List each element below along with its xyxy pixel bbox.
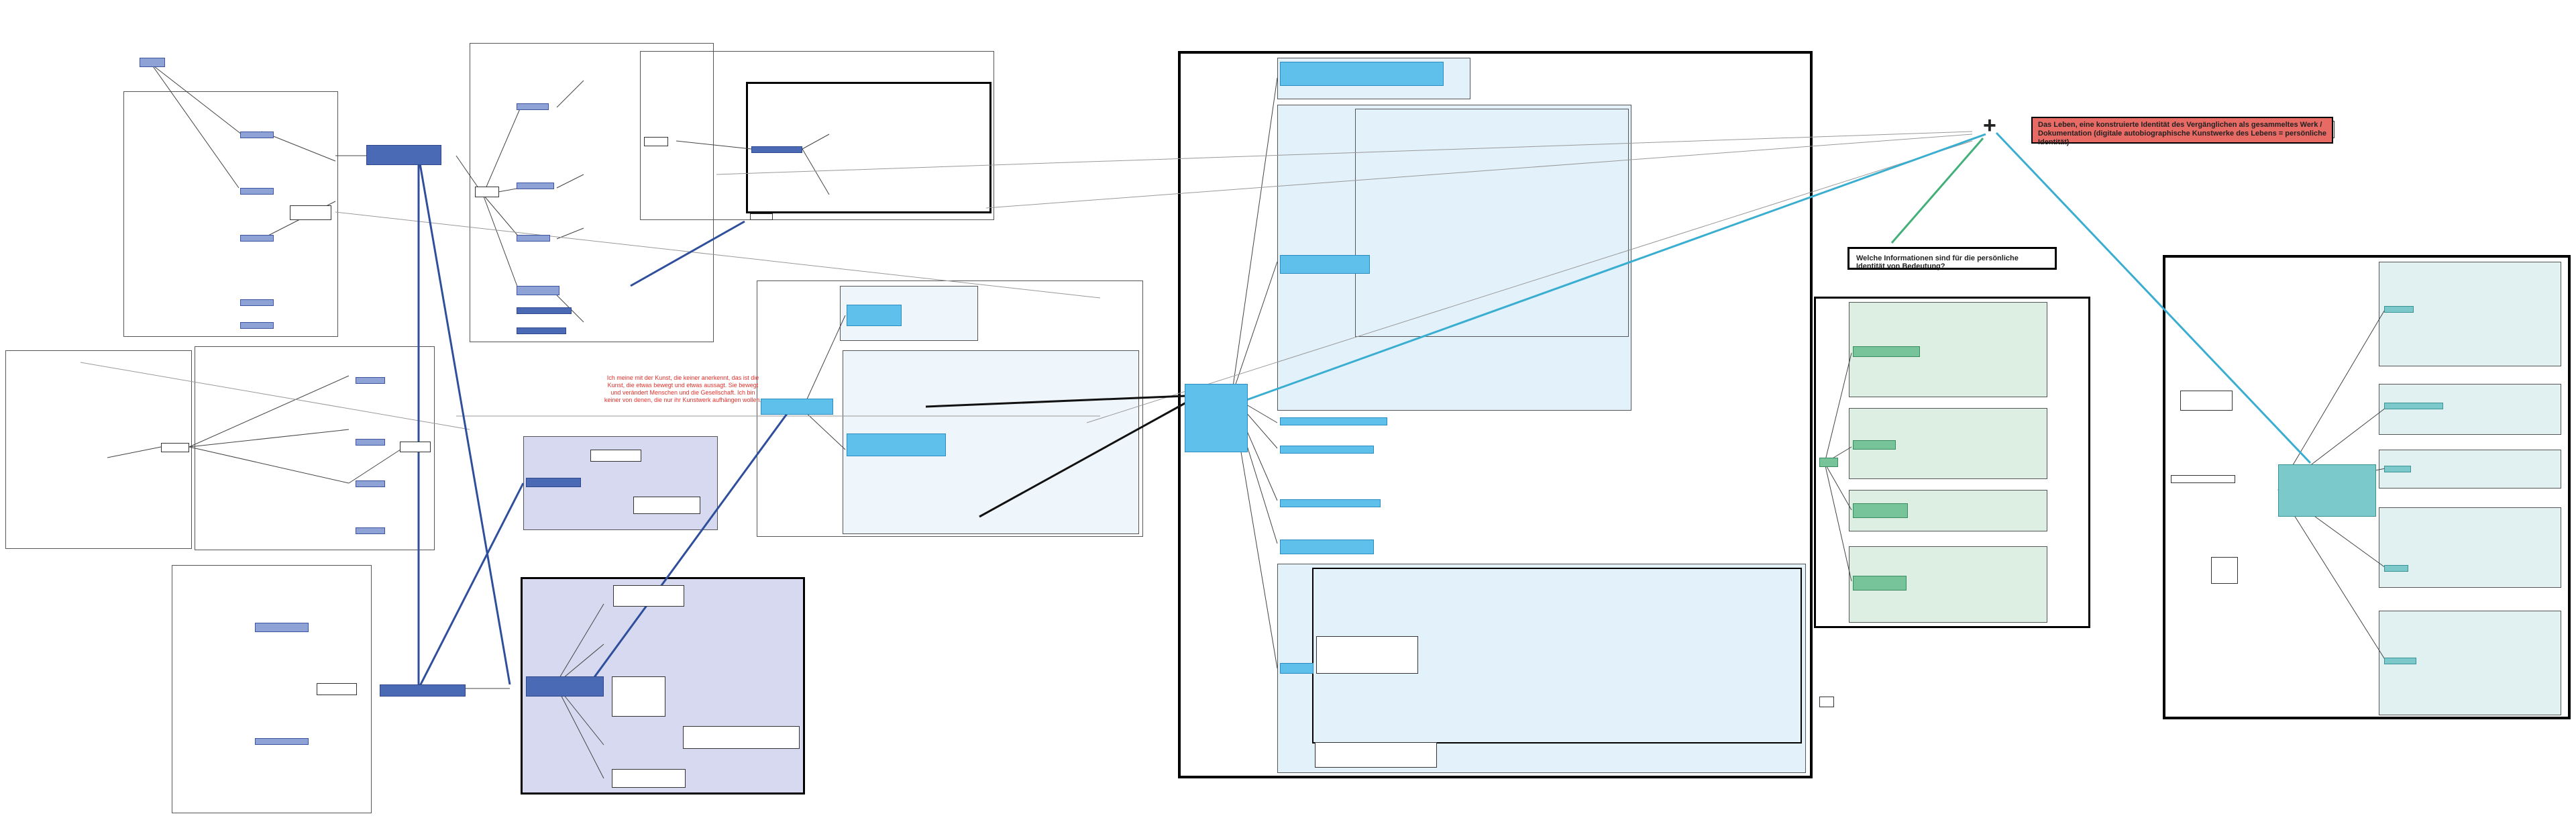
region-teal-4 <box>2379 507 2561 588</box>
region-big-bottom-inner <box>1312 568 1802 744</box>
region-top-mid <box>470 43 714 342</box>
red-note: Ich meine mit der Kunst, die keiner aner… <box>604 374 762 403</box>
region-left-d <box>172 565 372 813</box>
node-left-a-4 <box>240 299 274 306</box>
node-green-4 <box>1853 576 1907 591</box>
node-teal-left-1 <box>2180 391 2233 411</box>
node-green-3 <box>1853 503 1908 518</box>
node-left-c-1 <box>356 377 385 384</box>
region-top-mid-focus <box>746 82 991 213</box>
node-mid-2 <box>517 183 554 189</box>
node-big-2 <box>1280 255 1370 274</box>
region-big-mid <box>1277 105 1631 411</box>
node-teal-4 <box>2384 565 2408 572</box>
node-big-5 <box>1280 499 1381 507</box>
region-left-a <box>123 91 338 337</box>
node-left-a-3 <box>240 235 274 242</box>
region-green <box>1814 297 2090 628</box>
node-big-4 <box>1280 446 1374 454</box>
node-left-c-3 <box>356 480 385 487</box>
region-top-mid-inner <box>640 51 994 220</box>
node-teal-2 <box>2384 403 2443 409</box>
node-left-a-2 <box>240 188 274 195</box>
node-lav-a-hub <box>526 478 581 487</box>
node-left-a-5 <box>240 322 274 329</box>
node-lav-b-2 <box>612 676 665 717</box>
node-lav-b-1 <box>613 585 684 607</box>
node-big-7 <box>1280 663 1313 674</box>
node-mid-4 <box>517 286 559 295</box>
node-green-side <box>1819 697 1834 707</box>
node-big-bottom-a <box>1316 636 1418 674</box>
node-big-3 <box>1280 417 1387 425</box>
node-dark-a <box>366 145 441 165</box>
region-left-b <box>5 350 192 549</box>
node-focus-a <box>751 146 802 153</box>
node-top-left-small <box>140 58 165 67</box>
node-center-b <box>847 305 902 326</box>
node-green-1 <box>1853 346 1920 357</box>
node-left-d-2 <box>255 738 309 745</box>
node-mid-3 <box>517 235 550 242</box>
node-left-c-2 <box>356 439 385 446</box>
node-lav-b-hub <box>526 676 604 697</box>
node-teal-left-2 <box>2171 475 2235 483</box>
node-lav-b-4 <box>612 769 686 788</box>
node-left-a-hub <box>290 205 331 220</box>
node-teal-left-3 <box>2211 557 2238 584</box>
node-mid-inner-a <box>644 137 668 146</box>
node-teal-3 <box>2384 466 2411 472</box>
node-big-1 <box>1280 62 1444 86</box>
plus-sign: + <box>1983 113 1996 138</box>
node-green-hub <box>1819 458 1838 467</box>
node-left-d-1 <box>255 623 309 632</box>
node-mid-1 <box>517 103 549 110</box>
node-mid-6 <box>517 327 566 334</box>
region-center-top <box>840 286 978 341</box>
node-left-b-hub <box>161 443 189 452</box>
node-center-hub <box>475 187 499 197</box>
node-lav-b-3 <box>683 726 800 749</box>
node-mid-5 <box>517 307 572 314</box>
node-teal-5 <box>2384 658 2416 664</box>
central-question: Welche Informationen sind für die persön… <box>1847 247 2057 270</box>
node-big-6 <box>1280 540 1374 554</box>
node-left-d-hub <box>317 683 357 695</box>
node-lav-a-2 <box>633 497 700 514</box>
node-lav-a-1 <box>590 450 641 462</box>
node-left-c-hub <box>400 442 431 452</box>
node-left-a-1 <box>240 132 274 138</box>
region-big-mid-inner <box>1355 109 1629 337</box>
node-teal-1 <box>2384 306 2414 313</box>
region-big-center <box>1178 51 1813 778</box>
node-green-2 <box>1853 440 1896 450</box>
node-center-c <box>847 433 946 456</box>
node-teal-hub <box>2278 464 2376 517</box>
region-teal-1 <box>2379 262 2561 366</box>
region-teal-2 <box>2379 384 2561 435</box>
node-center-a <box>761 399 833 415</box>
node-big-hub <box>1185 384 1248 452</box>
diagram-title: Das Leben, eine konstruierte Identität d… <box>2031 117 2333 146</box>
region-teal <box>2163 255 2571 719</box>
node-big-bottom-b <box>1315 742 1437 768</box>
node-dark-b <box>380 684 466 697</box>
node-focus-b <box>750 213 773 220</box>
node-left-c-4 <box>356 527 385 534</box>
